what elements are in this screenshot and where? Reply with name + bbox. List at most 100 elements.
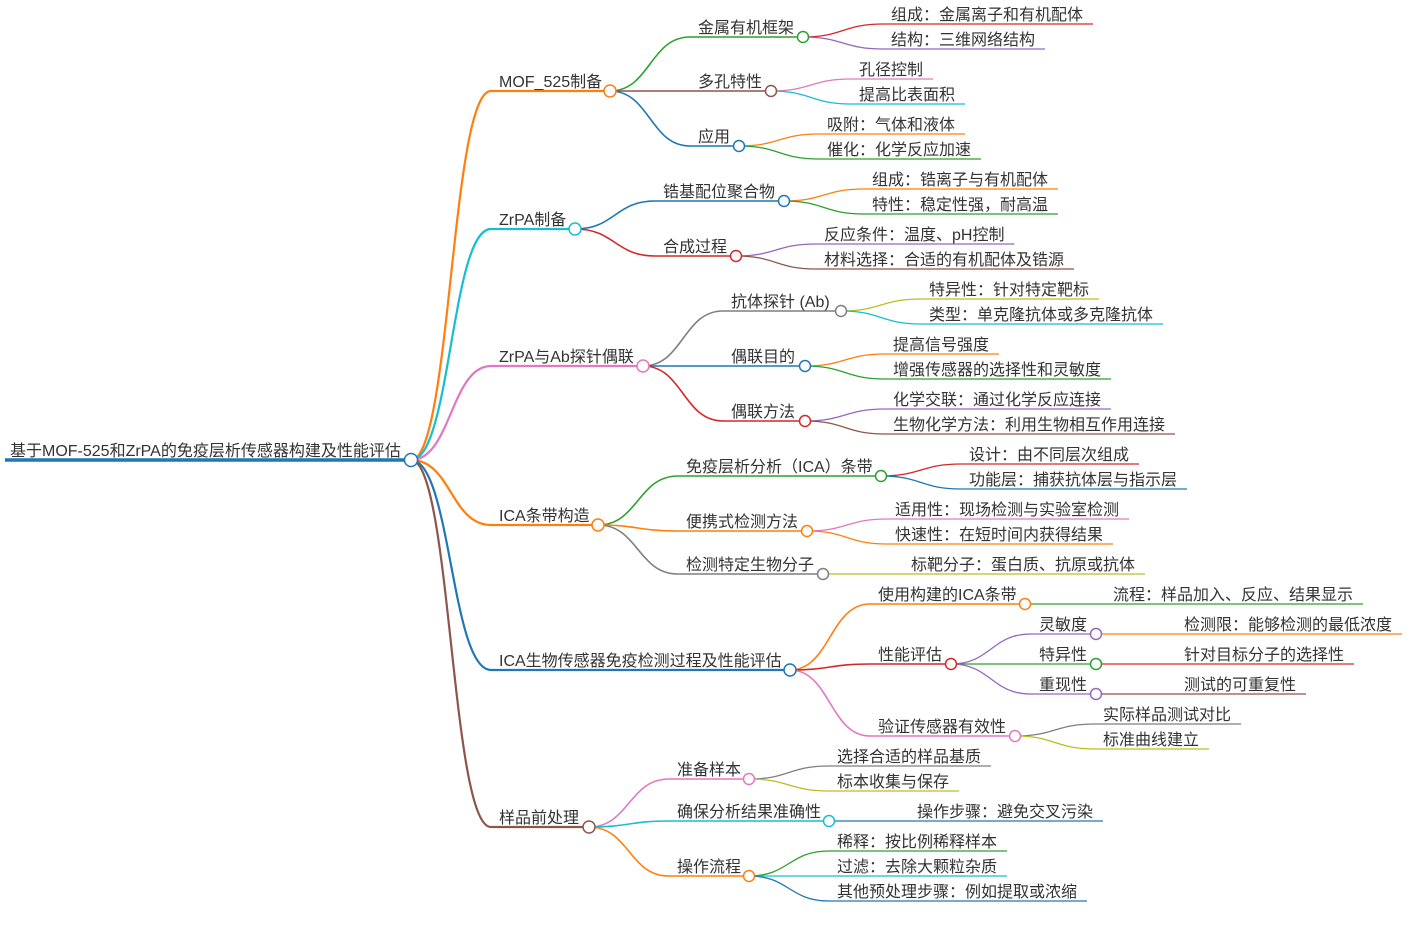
branch-connector: [840, 298, 922, 312]
topic-label: 偶联方法: [731, 403, 795, 421]
topic-label: 操作流程: [677, 858, 741, 876]
collapse-toggle[interactable]: [636, 359, 650, 373]
leaf-topic: 反应条件：温度、pH控制: [816, 225, 1015, 245]
collapse-toggle[interactable]: [1089, 627, 1103, 641]
topic-label: 确保分析结果准确性: [677, 803, 821, 821]
collapse-toggle[interactable]: [568, 222, 582, 236]
collapse-toggle[interactable]: [1018, 597, 1032, 611]
collapse-toggle[interactable]: [742, 869, 756, 883]
collapse-toggle[interactable]: [874, 469, 888, 483]
leaf-topic: 其他预处理步骤：例如提取或浓缩: [829, 883, 1088, 902]
collapse-toggle[interactable]: [1089, 687, 1103, 701]
branch-connector: [783, 188, 865, 202]
branch-connector: [410, 458, 492, 672]
branch-connector: [588, 826, 670, 877]
leaf-topic: 特性：稳定性强，耐高温: [864, 196, 1059, 215]
leaf-topic: 孔径控制: [851, 61, 934, 80]
branch-connector: [410, 364, 492, 462]
topic-label: 应用: [698, 127, 730, 146]
branch-connector: [950, 663, 1032, 695]
sub-topic: 确保分析结果准确性: [669, 803, 836, 828]
topic-label: 设计：由不同层次组成: [969, 446, 1129, 464]
topic-label: 组成：锆离子与有机配体: [872, 171, 1048, 189]
topic-label: 实际样品测试对比: [1103, 706, 1231, 724]
branch-connector: [748, 778, 830, 792]
collapse-toggle[interactable]: [816, 567, 830, 581]
branch-connector: [789, 663, 871, 671]
topic-label: 锆基配位聚合物: [663, 183, 775, 201]
topic-label: 使用构建的ICA条带: [878, 586, 1017, 604]
sub-topic: 多孔特性: [690, 73, 778, 98]
topic-label: ZrPA制备: [499, 211, 566, 229]
leaf-topic: 实际样品测试对比: [1095, 706, 1242, 725]
main-topic: ZrPA与Ab探针偶联: [491, 348, 650, 373]
collapse-toggle[interactable]: [944, 657, 958, 671]
leaf-topic: 功能层：捕获抗体层与指示层: [961, 471, 1188, 490]
branch-connector: [410, 89, 492, 462]
collapse-toggle[interactable]: [591, 518, 605, 532]
sub-topic: 灵敏度: [1031, 616, 1103, 641]
leaf-topic: 针对目标分子的选择性: [1176, 646, 1355, 665]
leaf-topic: 检测限：能够检测的最低浓度: [1176, 616, 1403, 635]
collapse-toggle[interactable]: [834, 304, 848, 318]
topic-label: 检测限：能够检测的最低浓度: [1184, 616, 1392, 634]
sub-topic: 合成过程: [655, 238, 743, 263]
sub-topic: 使用构建的ICA条带: [870, 586, 1032, 611]
branch-connector: [597, 475, 679, 526]
leaf-topic: 提高比表面积: [851, 86, 966, 105]
topic-label: 材料选择：合适的有机配体及锆源: [824, 251, 1064, 269]
collapse-toggle[interactable]: [764, 84, 778, 98]
branch-connector: [609, 36, 691, 92]
leaf-topic: 提高信号强度: [885, 336, 1000, 355]
collapse-toggle[interactable]: [1089, 657, 1103, 671]
collapse-toggle[interactable]: [798, 359, 812, 373]
sub-topic: 偶联方法: [723, 403, 812, 428]
collapse-toggle[interactable]: [1008, 729, 1022, 743]
leaf-topic: 增强传感器的选择性和灵敏度: [885, 361, 1112, 380]
topic-label: 免疫层析分析（ICA）条带: [686, 458, 873, 476]
branch-connector: [1014, 723, 1096, 737]
topic-label: 灵敏度: [1039, 616, 1087, 634]
topic-label: 特异性: [1039, 646, 1087, 664]
topic-label: 便携式检测方法: [686, 513, 798, 531]
topic-label: 功能层：捕获抗体层与指示层: [969, 471, 1177, 489]
branch-connector: [410, 458, 492, 829]
sub-topic: 免疫层析分析（ICA）条带: [678, 458, 888, 483]
branch-connector: [789, 603, 871, 671]
collapse-toggle[interactable]: [798, 414, 812, 428]
branch-connector: [748, 875, 830, 902]
collapse-toggle[interactable]: [732, 139, 746, 153]
leaf-topic: 特异性：针对特定靶标: [921, 281, 1100, 300]
collapse-toggle[interactable]: [796, 30, 810, 44]
leaf-topic: 材料选择：合适的有机配体及锆源: [816, 251, 1075, 270]
topic-label: 检测特定生物分子: [686, 556, 814, 574]
leaf-topic: 操作步骤：避免交叉污染: [909, 803, 1104, 822]
branch-connector: [804, 353, 886, 367]
branch-connector: [735, 243, 817, 257]
collapse-toggle[interactable]: [582, 820, 596, 834]
topic-label: 类型：单克隆抗体或多克隆抗体: [929, 306, 1153, 324]
topic-label: 标本收集与保存: [837, 773, 949, 791]
leaf-topic: 适用性：现场检测与实验室检测: [887, 501, 1130, 520]
collapse-toggle[interactable]: [800, 524, 814, 538]
branch-connector: [738, 133, 820, 147]
leaf-topic: 吸附：气体和液体: [819, 116, 966, 135]
topic-label: 孔径控制: [859, 61, 923, 79]
branch-connector: [802, 23, 884, 38]
collapse-toggle[interactable]: [403, 452, 419, 468]
collapse-toggle[interactable]: [777, 194, 791, 208]
collapse-toggle[interactable]: [742, 772, 756, 786]
sub-topic: 检测特定生物分子: [678, 556, 830, 581]
collapse-toggle[interactable]: [822, 814, 836, 828]
collapse-toggle[interactable]: [729, 249, 743, 263]
branch-connector: [950, 633, 1032, 665]
branch-connector: [410, 458, 492, 527]
sub-topic: 操作流程: [669, 858, 756, 883]
collapse-toggle[interactable]: [783, 663, 797, 677]
leaf-topic: 生物化学方法：利用生物相互作用连接: [885, 416, 1176, 435]
collapse-toggle[interactable]: [603, 84, 617, 98]
topic-label: 流程：样品加入、反应、结果显示: [1113, 585, 1353, 604]
topic-label: 选择合适的样品基质: [837, 748, 981, 766]
leaf-topic: 过滤：去除大颗粒杂质: [829, 858, 1008, 877]
topic-label: 重现性: [1039, 676, 1087, 694]
